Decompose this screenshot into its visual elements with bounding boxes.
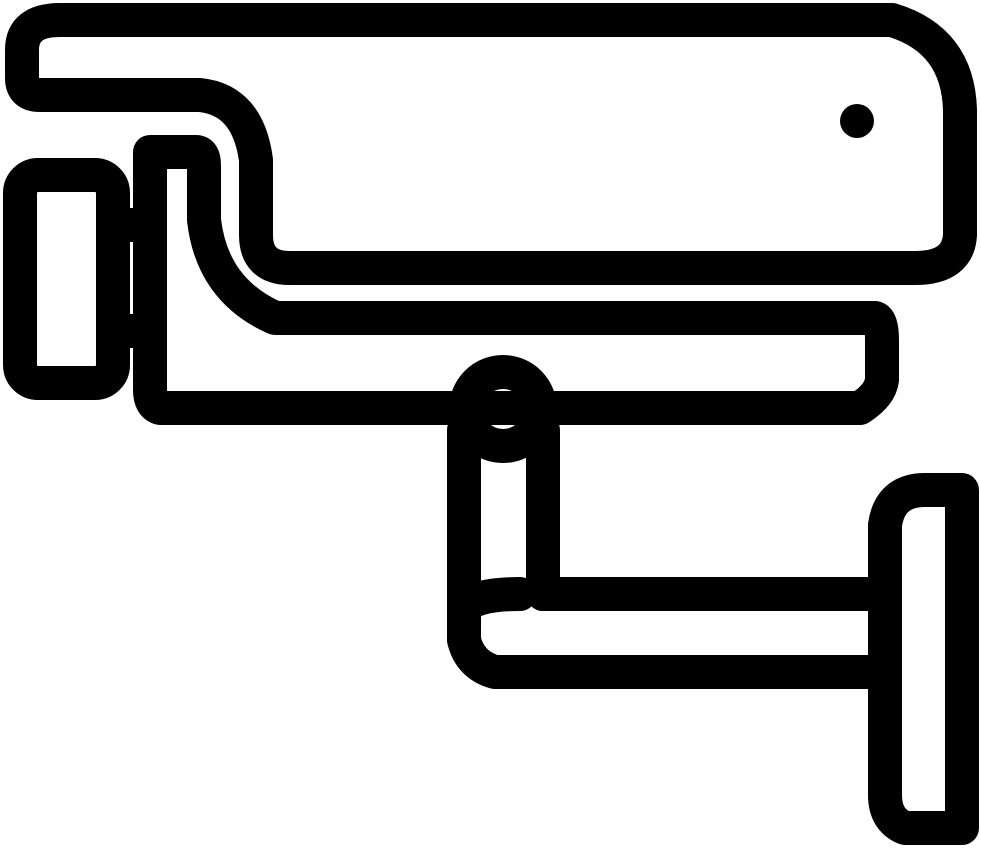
pivot-joint bbox=[449, 355, 557, 463]
horizontal-arm bbox=[448, 577, 899, 627]
wall-mount-bracket bbox=[868, 473, 979, 845]
rear-knob-connector bbox=[96, 208, 167, 348]
camera-housing bbox=[5, 3, 977, 285]
camera-shroud bbox=[133, 135, 899, 425]
vertical-post bbox=[447, 413, 899, 689]
camera-lens-dot bbox=[840, 104, 874, 138]
